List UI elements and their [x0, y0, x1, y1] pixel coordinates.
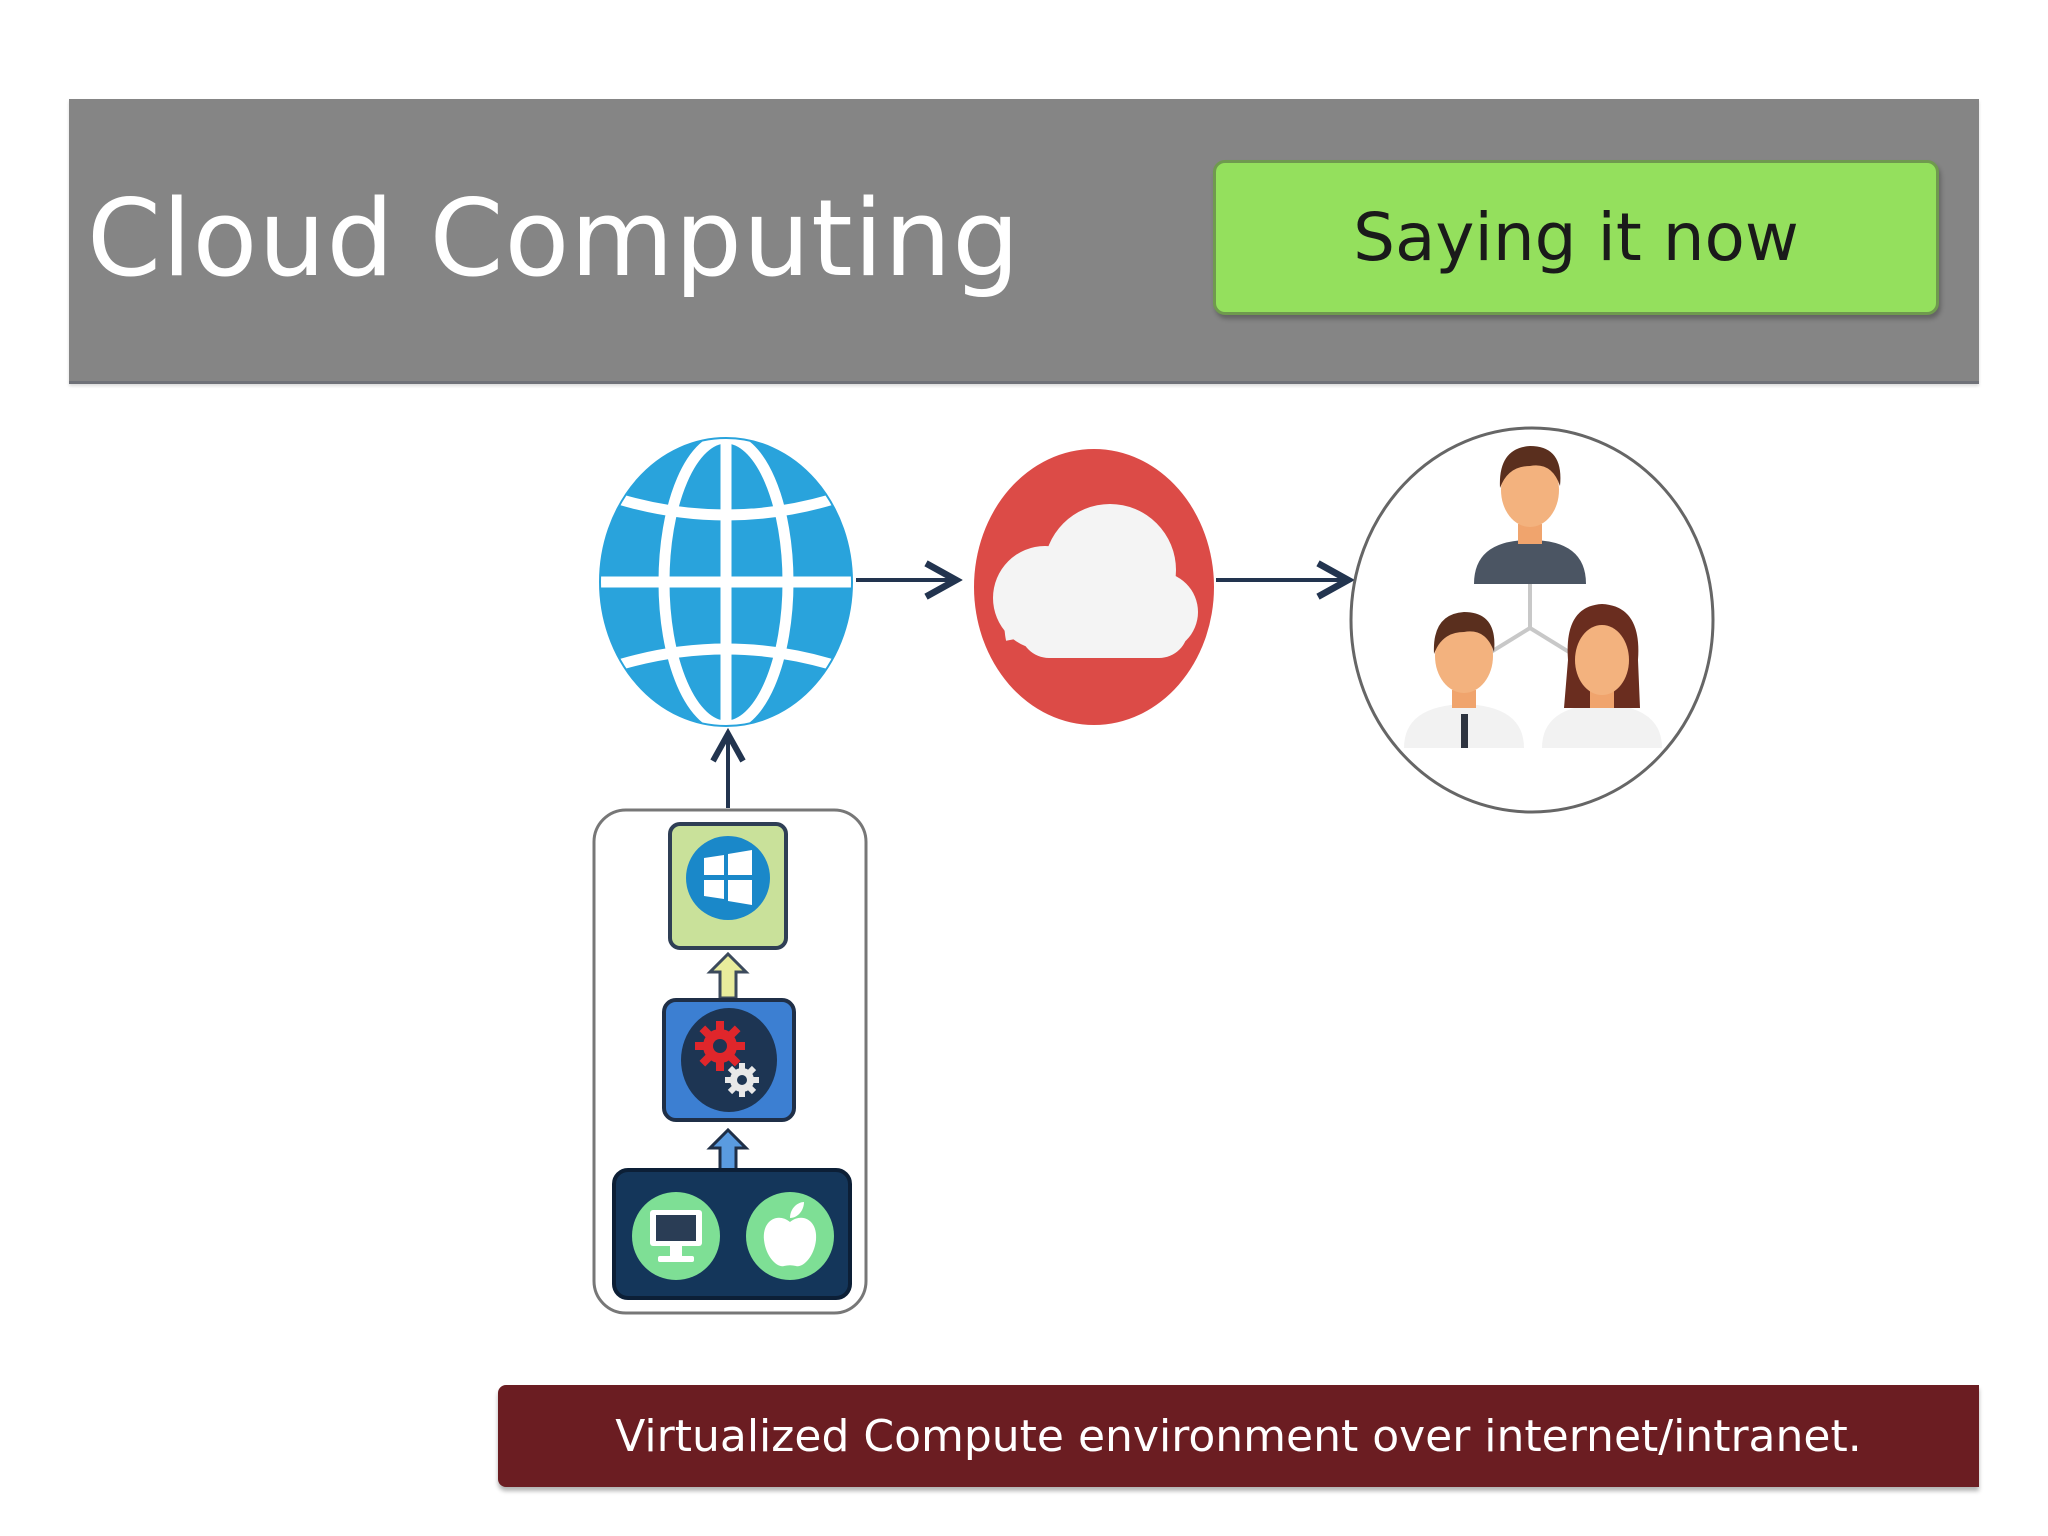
windows-icon — [668, 822, 788, 950]
person-icon — [1474, 446, 1586, 584]
client-stack — [592, 808, 868, 1315]
users-group-icon — [1349, 426, 1715, 814]
person-icon — [1404, 612, 1524, 748]
status-badge: Saying it now — [1213, 160, 1939, 315]
caption-bar: Virtualized Compute environment over int… — [498, 1385, 1979, 1487]
status-badge-label: Saying it now — [1353, 199, 1799, 276]
desktop-icon — [632, 1192, 720, 1280]
person-icon — [1542, 604, 1662, 748]
caption-text: Virtualized Compute environment over int… — [615, 1410, 1862, 1462]
hardware-box — [612, 1168, 852, 1300]
header-band: Cloud Computing Saying it now — [69, 99, 1979, 384]
gears-icon — [662, 998, 796, 1122]
cloud-icon — [974, 449, 1214, 725]
arrow-hypervisor-to-os — [706, 951, 750, 1000]
page-title: Cloud Computing — [87, 177, 1021, 300]
globe-icon — [599, 432, 853, 732]
apple-icon — [746, 1192, 834, 1280]
